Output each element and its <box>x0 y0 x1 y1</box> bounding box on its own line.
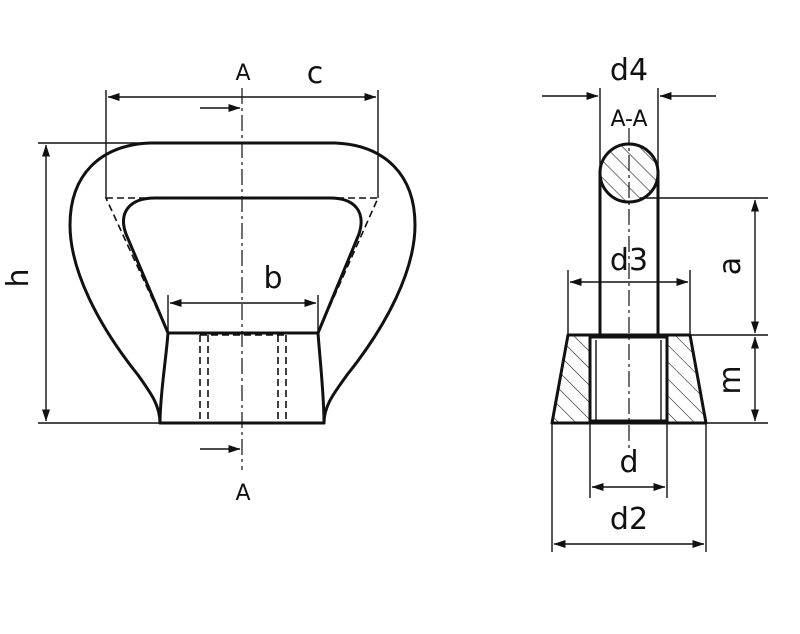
nut-body-section <box>550 333 708 425</box>
section-label-top: A <box>235 61 250 86</box>
section-view-label: A-A <box>610 107 647 132</box>
dimension-a-label: a <box>713 257 748 275</box>
section-view: A-A d4 d3 a m d d2 <box>542 53 768 552</box>
front-view: A A c h b <box>1 56 417 506</box>
dimension-h-label: h <box>1 268 36 287</box>
collar-left <box>158 331 170 425</box>
dimension-d4-label: d4 <box>610 53 648 88</box>
eye-outer-contour <box>68 141 417 425</box>
collar-right <box>316 331 326 425</box>
dimension-d2-label: d2 <box>610 502 648 537</box>
hidden-thread <box>199 334 287 423</box>
dimension-m-label: m <box>713 365 748 394</box>
dimension-b-label: b <box>263 261 282 296</box>
dimension-d3-label: d3 <box>610 243 648 278</box>
dimension-c-label: c <box>307 56 324 91</box>
dimension-d-label: d <box>619 445 638 480</box>
section-label-bottom: A <box>235 481 250 506</box>
